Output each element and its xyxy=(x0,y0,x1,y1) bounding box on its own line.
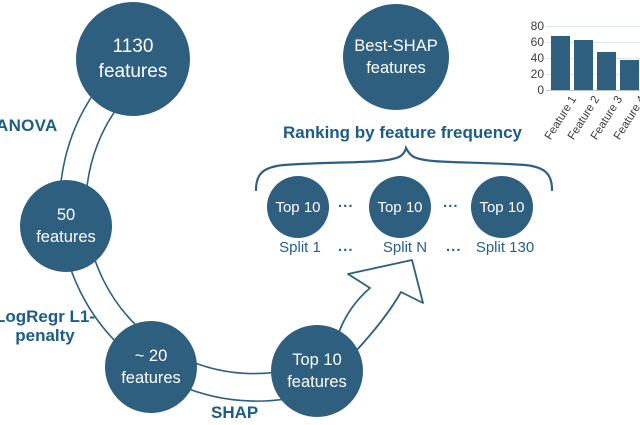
ellipsis-circles-2: ... xyxy=(443,194,459,211)
splitN-circle-label: Top 10 xyxy=(377,198,423,216)
ellipsis-circles-1: ... xyxy=(338,194,354,211)
split1-circle-label: Top 10 xyxy=(275,198,321,216)
chart-x-axis xyxy=(546,90,640,91)
chart-gridline xyxy=(546,42,640,43)
circle-20-line2: features xyxy=(121,369,181,387)
ellipsis-splits-1: ... xyxy=(338,238,354,255)
circle-1130-line1: 1130 xyxy=(112,36,154,57)
circle-best-line1: Best-SHAP xyxy=(354,37,438,55)
curly-brace xyxy=(254,144,554,192)
chart-ytick-label: 20 xyxy=(530,67,544,81)
label-logregr-l1-penalty: LogRegr L1-penalty xyxy=(0,307,96,345)
chart-gridline xyxy=(546,26,640,27)
curved-arrow xyxy=(338,259,424,352)
chart-ytick-label: 0 xyxy=(537,83,544,97)
label-anova: ANOVA xyxy=(0,116,58,135)
circle-20-features: ~ 20 features xyxy=(105,321,197,413)
chart-gridline xyxy=(546,58,640,59)
circle-50-line1: 50 xyxy=(56,206,76,224)
circle-1130-line2: features xyxy=(98,61,168,82)
chart-gridline xyxy=(546,74,640,75)
label-split-1: Split 1 xyxy=(279,239,321,256)
circle-50-features: 50 features xyxy=(20,180,112,272)
label-shap: SHAP xyxy=(211,403,259,422)
circle-split1-top10: Top 10 xyxy=(267,176,329,238)
circle-50-line2: features xyxy=(36,228,96,246)
split130-circle-label: Top 10 xyxy=(479,198,525,216)
chart-bar-4 xyxy=(620,59,639,90)
label-ranking-by-feature-frequency: Ranking by feature frequency xyxy=(283,123,523,142)
circle-split130-top10: Top 10 xyxy=(471,176,533,238)
circle-1130-features: 1130 features xyxy=(76,2,190,116)
circle-best-shap-features: Best-SHAP features xyxy=(343,4,449,110)
ellipsis-splits-2: ... xyxy=(446,238,462,255)
chart-bar-3 xyxy=(597,51,616,90)
circle-best-line2: features xyxy=(366,59,426,77)
label-split-n: Split N xyxy=(382,239,428,256)
circle-top10-features: Top 10 features xyxy=(271,325,363,417)
ring-outer-arc xyxy=(58,43,317,402)
circle-top10-line1: Top 10 xyxy=(292,351,342,369)
ring-inner-arc xyxy=(85,66,308,375)
chart-ytick-label: 80 xyxy=(530,19,544,33)
chart-ytick-label: 60 xyxy=(530,35,544,49)
circle-top10-line2: features xyxy=(287,373,347,391)
chart-ytick-label: 40 xyxy=(530,51,544,65)
chart-bar-2 xyxy=(574,40,593,90)
chart-bar-1 xyxy=(551,35,570,90)
label-split-130: Split 130 xyxy=(475,239,535,256)
circle-splitN-top10: Top 10 xyxy=(369,176,431,238)
circle-20-line1: ~ 20 xyxy=(134,347,168,365)
